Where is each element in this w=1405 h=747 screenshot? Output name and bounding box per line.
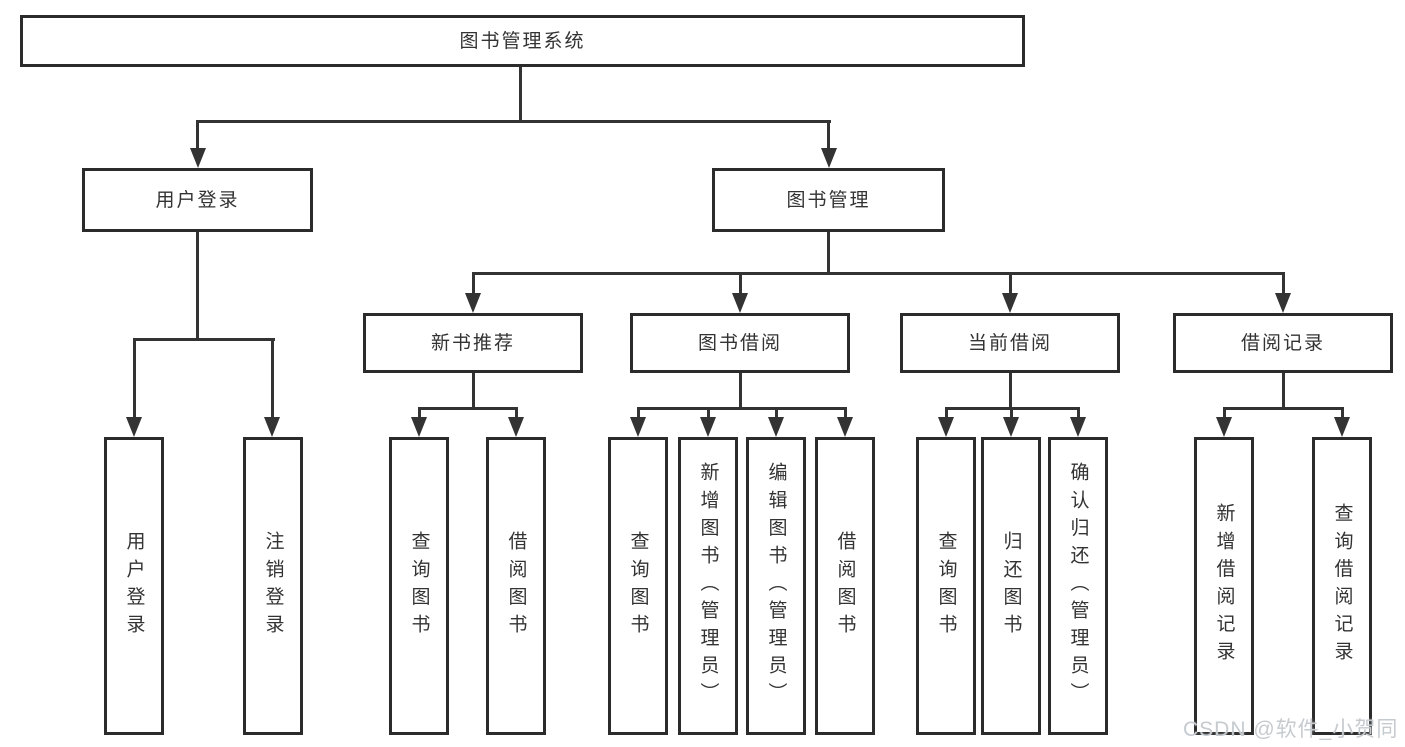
connector-arrowhead-down [821, 148, 837, 168]
connector-line [637, 407, 640, 417]
node-new-book-recommend: 新书推荐 [363, 313, 583, 373]
leaf-edit-books-admin-label: 编辑图书（管理员） [765, 462, 787, 710]
leaf-query-books-current: 查询图书 [916, 437, 976, 735]
node-current-borrowing-label: 当前借阅 [967, 332, 1052, 354]
connector-line [519, 67, 522, 120]
leaf-return-books: 归还图书 [981, 437, 1041, 735]
connector-line [1282, 373, 1285, 407]
connector-line [472, 272, 475, 293]
node-book-management-label: 图书管理 [786, 189, 871, 211]
connector-line [1282, 272, 1285, 293]
connector-arrowhead-down [1334, 417, 1350, 437]
csdn-watermark: CSDN @软件_小贺同学 [1183, 718, 1399, 741]
connector-line [827, 232, 830, 272]
connector-line [1223, 407, 1344, 410]
connector-line [1010, 407, 1013, 417]
node-user-login-label: 用户登录 [155, 189, 240, 211]
connector-line [945, 407, 948, 417]
connector-line [775, 407, 778, 417]
leaf-user-login: 用户登录 [104, 437, 164, 735]
connector-arrowhead-down [264, 417, 280, 437]
leaf-add-borrow-record: 新增借阅记录 [1194, 437, 1254, 735]
node-borrow-records: 借阅记录 [1173, 313, 1393, 373]
leaf-borrow-books-recommend: 借阅图书 [486, 437, 546, 735]
connector-line [707, 407, 710, 417]
node-library-system: 图书管理系统 [20, 15, 1025, 67]
leaf-edit-books-admin: 编辑图书（管理员） [746, 437, 806, 735]
leaf-user-login-label: 用户登录 [123, 530, 145, 642]
leaf-confirm-return-admin-label: 确认归还（管理员） [1067, 462, 1089, 710]
leaf-query-books-borrowing-label: 查询图书 [627, 530, 649, 642]
connector-arrowhead-down [508, 417, 524, 437]
leaf-query-books-current-label: 查询图书 [935, 530, 957, 642]
leaf-add-borrow-record-label: 新增借阅记录 [1213, 503, 1235, 669]
connector-line [1077, 407, 1080, 417]
connector-arrowhead-down [700, 417, 716, 437]
connector-line [1223, 407, 1226, 417]
connector-line [1009, 272, 1012, 293]
connector-line [1341, 407, 1344, 417]
connector-arrowhead-down [1070, 417, 1086, 437]
connector-arrowhead-down [837, 417, 853, 437]
node-user-login: 用户登录 [82, 168, 313, 232]
node-borrow-records-label: 借阅记录 [1240, 332, 1325, 354]
leaf-add-books-admin-label: 新增图书（管理员） [697, 462, 719, 710]
leaf-return-books-label: 归还图书 [1000, 530, 1022, 642]
connector-line [472, 272, 1285, 275]
connector-line [196, 120, 199, 148]
leaf-query-books-recommend: 查询图书 [389, 437, 449, 735]
connector-arrowhead-down [1003, 417, 1019, 437]
connector-line [418, 407, 518, 410]
connector-arrowhead-down [630, 417, 646, 437]
leaf-logout: 注销登录 [243, 437, 303, 735]
connector-line [739, 272, 742, 293]
connector-line [844, 407, 847, 417]
leaf-query-books-borrowing: 查询图书 [608, 437, 668, 735]
node-library-system-label: 图书管理系统 [459, 30, 586, 52]
connector-line [196, 232, 199, 338]
connector-arrowhead-down [732, 293, 748, 313]
leaf-logout-label: 注销登录 [262, 530, 284, 642]
leaf-add-books-admin: 新增图书（管理员） [678, 437, 738, 735]
connector-arrowhead-down [938, 417, 954, 437]
connector-line [133, 338, 136, 417]
leaf-borrow-books-borrowing-label: 借阅图书 [834, 530, 856, 642]
connector-arrowhead-down [1275, 293, 1291, 313]
connector-line [196, 120, 831, 123]
node-book-borrowing: 图书借阅 [630, 313, 850, 373]
leaf-borrow-books-recommend-label: 借阅图书 [505, 530, 527, 642]
leaf-query-borrow-record-label: 查询借阅记录 [1331, 503, 1353, 669]
connector-arrowhead-down [1002, 293, 1018, 313]
node-new-book-recommend-label: 新书推荐 [430, 332, 515, 354]
connector-line [739, 373, 742, 407]
leaf-query-borrow-record: 查询借阅记录 [1312, 437, 1372, 735]
connector-arrowhead-down [190, 148, 206, 168]
leaf-confirm-return-admin: 确认归还（管理员） [1048, 437, 1108, 735]
connector-line [637, 407, 847, 410]
connector-line [472, 373, 475, 407]
connector-line [418, 407, 421, 417]
leaf-query-books-recommend-label: 查询图书 [408, 530, 430, 642]
connector-line [827, 120, 830, 148]
node-book-borrowing-label: 图书借阅 [697, 332, 782, 354]
leaf-borrow-books-borrowing: 借阅图书 [815, 437, 875, 735]
connector-arrowhead-down [411, 417, 427, 437]
connector-arrowhead-down [465, 293, 481, 313]
node-book-management: 图书管理 [712, 168, 945, 232]
connector-arrowhead-down [1216, 417, 1232, 437]
connector-arrowhead-down [126, 417, 142, 437]
node-current-borrowing: 当前借阅 [900, 313, 1120, 373]
connector-arrowhead-down [768, 417, 784, 437]
connector-line [133, 338, 275, 341]
connector-line [271, 338, 274, 417]
connector-line [1009, 373, 1012, 407]
connector-line [515, 407, 518, 417]
